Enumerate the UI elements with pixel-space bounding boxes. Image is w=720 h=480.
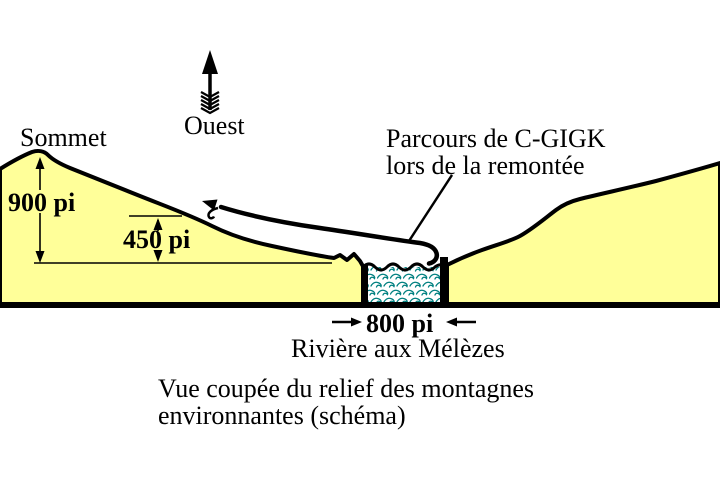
label-leader-line [407, 174, 454, 242]
summit-height-value: 900 pi [8, 188, 76, 217]
dimension-left-arrow-icon [446, 317, 457, 327]
flight-path-label-line1: Parcours de C-GIGK [386, 124, 606, 153]
flight-path-label-line2: lors de la remontée [386, 151, 585, 180]
river-width-dimension [332, 317, 476, 327]
flight-path-arrowhead-icon [202, 199, 218, 211]
summit-label: Sommet [20, 123, 107, 152]
river-width-value: 800 pi [366, 309, 434, 338]
summit-height-dimension [34, 157, 332, 264]
dimension-right-arrow-icon [351, 317, 362, 327]
left-mountain [0, 149, 366, 307]
west-label: Ouest [184, 111, 245, 140]
west-direction-arrow-icon [200, 50, 220, 115]
dimension-up-arrow-icon [153, 218, 163, 230]
flight-path-label: Parcours de C-GIGK lors de la remontée [386, 125, 606, 179]
plateau-height-value: 450 pi [123, 225, 191, 254]
caption-line2: environnantes (schéma) [158, 401, 406, 430]
river-right-bank-wall [440, 257, 448, 306]
river-water [366, 267, 441, 305]
water-surface-line [361, 262, 448, 272]
river-left-bank-wall [361, 265, 368, 306]
caption-line1: Vue coupée du relief des montagnes [158, 374, 535, 403]
diagram-caption: Vue coupée du relief des montagnes envir… [158, 375, 534, 429]
dimension-up-arrow-icon [35, 157, 45, 169]
plateau-height-dimension [129, 215, 182, 262]
ground-baseline [0, 302, 720, 308]
river-name-label: Rivière aux Mélèzes [291, 334, 505, 363]
flight-path [202, 199, 440, 266]
dimension-down-arrow-icon [153, 250, 163, 262]
right-mountain [445, 161, 720, 307]
dimension-down-arrow-icon [35, 251, 45, 263]
